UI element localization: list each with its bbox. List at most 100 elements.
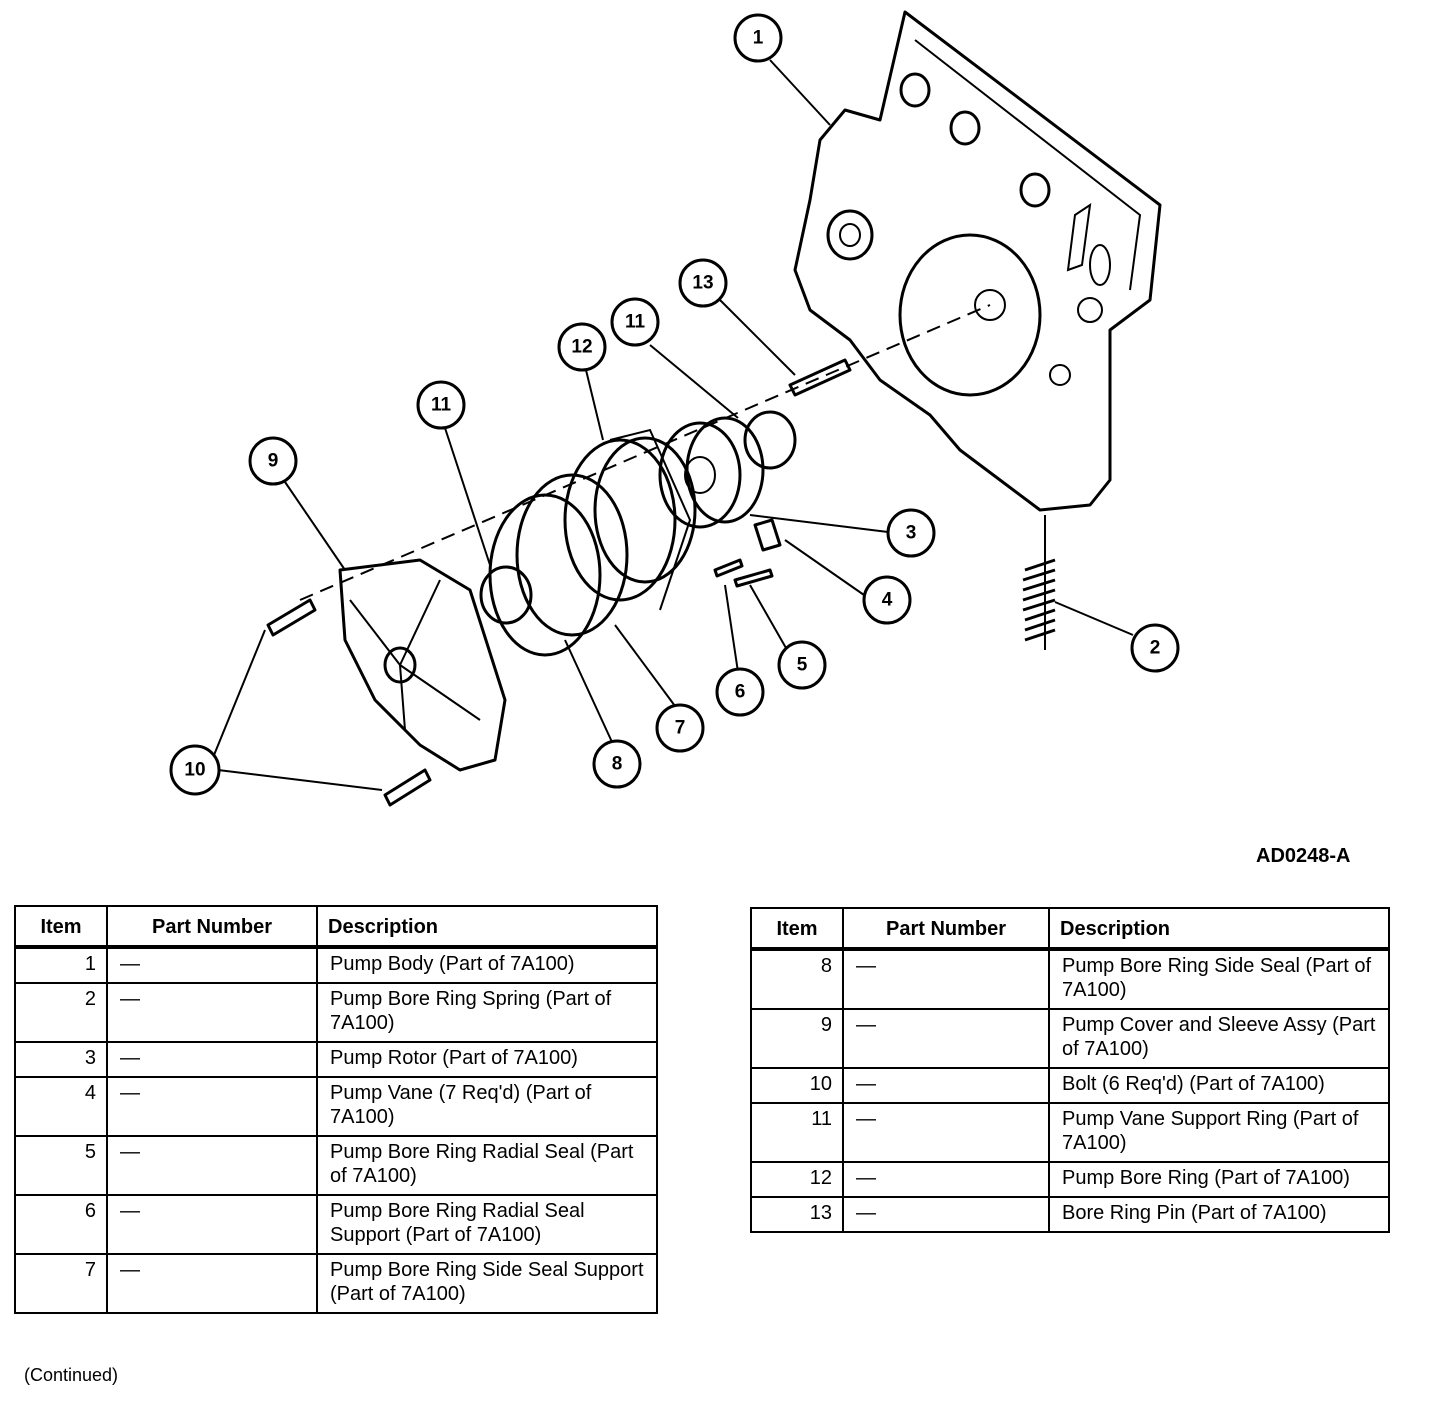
callout-4: 4 xyxy=(862,575,912,625)
item-number: 5 xyxy=(14,1135,108,1196)
parts-table-left: Item Part Number Description 1—Pump Body… xyxy=(14,905,658,1314)
table-row: 7—Pump Bore Ring Side Seal Support (Part… xyxy=(14,1253,658,1314)
header-part-number: Part Number xyxy=(106,905,318,948)
exploded-pump-diagram: 1 2 3 4 5 6 7 8 9 10 11 11 12 13 xyxy=(169,10,1180,807)
callout-13: 13 xyxy=(678,258,728,308)
callout-5: 5 xyxy=(777,640,827,690)
callout-6: 6 xyxy=(715,667,765,717)
pump-vane-part xyxy=(753,518,782,552)
callout-2: 2 xyxy=(1130,623,1180,673)
part-number: — xyxy=(106,1076,318,1137)
table-header-row: Item Part Number Description xyxy=(14,905,658,948)
part-number: — xyxy=(842,1161,1050,1198)
callout-11-rear: 11 xyxy=(610,297,660,347)
part-number: — xyxy=(842,1196,1050,1233)
item-number: 6 xyxy=(14,1194,108,1255)
header-item: Item xyxy=(750,907,844,950)
svg-text:7: 7 xyxy=(675,718,686,739)
callout-7: 7 xyxy=(655,703,705,753)
bolt-lower-part xyxy=(383,768,432,807)
part-description: Pump Cover and Sleeve Assy (Part of 7A10… xyxy=(1048,1008,1390,1069)
item-number: 11 xyxy=(750,1102,844,1163)
callout-1: 1 xyxy=(733,13,783,63)
table-row: 5—Pump Bore Ring Radial Seal (Part of 7A… xyxy=(14,1135,658,1196)
item-number: 2 xyxy=(14,982,108,1043)
part-description: Pump Vane (7 Req'd) (Part of 7A100) xyxy=(316,1076,658,1137)
part-number: — xyxy=(842,1067,1050,1104)
item-number: 9 xyxy=(750,1008,844,1069)
side-seal-part xyxy=(488,493,602,657)
item-number: 13 xyxy=(750,1196,844,1233)
part-description: Pump Bore Ring Spring (Part of 7A100) xyxy=(316,982,658,1043)
table-row: 3—Pump Rotor (Part of 7A100) xyxy=(14,1041,658,1078)
svg-text:9: 9 xyxy=(268,451,279,472)
pump-bore-ring-spring-part xyxy=(1022,515,1056,650)
pump-cover-part xyxy=(338,558,507,772)
part-number: — xyxy=(842,1102,1050,1163)
part-description: Pump Bore Ring Radial Seal (Part of 7A10… xyxy=(316,1135,658,1196)
figure-code: AD0248-A xyxy=(1256,845,1351,867)
header-item: Item xyxy=(14,905,108,948)
parts-table-right: Item Part Number Description 8—Pump Bore… xyxy=(750,907,1390,1233)
radial-seal-part xyxy=(733,568,774,588)
table-row: 13—Bore Ring Pin (Part of 7A100) xyxy=(750,1196,1390,1233)
table-row: 10—Bolt (6 Req'd) (Part of 7A100) xyxy=(750,1067,1390,1104)
leader-lines xyxy=(211,59,1134,791)
pump-bore-ring-part xyxy=(563,428,697,611)
bore-ring-pin-part xyxy=(788,358,852,397)
part-description: Pump Bore Ring Side Seal Support (Part o… xyxy=(316,1253,658,1314)
item-number: 1 xyxy=(14,946,108,984)
vane-support-ring-front-part xyxy=(479,565,533,625)
item-number: 8 xyxy=(750,948,844,1010)
item-number: 10 xyxy=(750,1067,844,1104)
item-number: 4 xyxy=(14,1076,108,1137)
svg-text:11: 11 xyxy=(625,312,646,333)
svg-text:11: 11 xyxy=(431,395,452,416)
table-row: 1—Pump Body (Part of 7A100) xyxy=(14,946,658,984)
table-row: 4—Pump Vane (7 Req'd) (Part of 7A100) xyxy=(14,1076,658,1137)
part-number: — xyxy=(106,1253,318,1314)
part-description: Pump Bore Ring Side Seal (Part of 7A100) xyxy=(1048,948,1390,1010)
callout-12: 12 xyxy=(557,322,607,372)
svg-text:6: 6 xyxy=(735,682,746,703)
item-number: 12 xyxy=(750,1161,844,1198)
part-number: — xyxy=(106,1041,318,1078)
table-header-row: Item Part Number Description xyxy=(750,907,1390,950)
part-description: Bolt (6 Req'd) (Part of 7A100) xyxy=(1048,1067,1390,1104)
table-row: 8—Pump Bore Ring Side Seal (Part of 7A10… xyxy=(750,948,1390,1010)
header-part-number: Part Number xyxy=(842,907,1050,950)
svg-text:3: 3 xyxy=(906,523,917,544)
part-number: — xyxy=(106,1194,318,1255)
svg-text:10: 10 xyxy=(184,760,205,781)
table-row: 2—Pump Bore Ring Spring (Part of 7A100) xyxy=(14,982,658,1043)
part-number: — xyxy=(106,946,318,984)
callout-3: 3 xyxy=(886,508,936,558)
part-description: Pump Bore Ring (Part of 7A100) xyxy=(1048,1161,1390,1198)
part-number: — xyxy=(842,948,1050,1010)
part-number: — xyxy=(842,1008,1050,1069)
header-description: Description xyxy=(316,905,658,948)
svg-text:12: 12 xyxy=(571,337,592,358)
callout-9: 9 xyxy=(248,436,298,486)
part-description: Pump Body (Part of 7A100) xyxy=(316,946,658,984)
svg-text:13: 13 xyxy=(692,273,713,294)
part-description: Pump Bore Ring Radial Seal Support (Part… xyxy=(316,1194,658,1255)
callout-11-front: 11 xyxy=(416,380,466,430)
table-row: 6—Pump Bore Ring Radial Seal Support (Pa… xyxy=(14,1194,658,1255)
vane-support-ring-rear-part xyxy=(743,410,797,470)
svg-text:8: 8 xyxy=(612,754,623,775)
item-number: 7 xyxy=(14,1253,108,1314)
part-description: Bore Ring Pin (Part of 7A100) xyxy=(1048,1196,1390,1233)
radial-seal-support-part xyxy=(713,558,744,578)
pump-body-part xyxy=(793,10,1162,512)
part-number: — xyxy=(106,1135,318,1196)
table-row: 9—Pump Cover and Sleeve Assy (Part of 7A… xyxy=(750,1008,1390,1069)
svg-text:1: 1 xyxy=(753,28,764,49)
header-description: Description xyxy=(1048,907,1390,950)
part-number: — xyxy=(106,982,318,1043)
part-description: Pump Rotor (Part of 7A100) xyxy=(316,1041,658,1078)
bolt-upper-part xyxy=(266,598,317,637)
svg-text:5: 5 xyxy=(797,655,808,676)
assembly-axis xyxy=(299,304,991,601)
callout-10: 10 xyxy=(169,744,221,796)
